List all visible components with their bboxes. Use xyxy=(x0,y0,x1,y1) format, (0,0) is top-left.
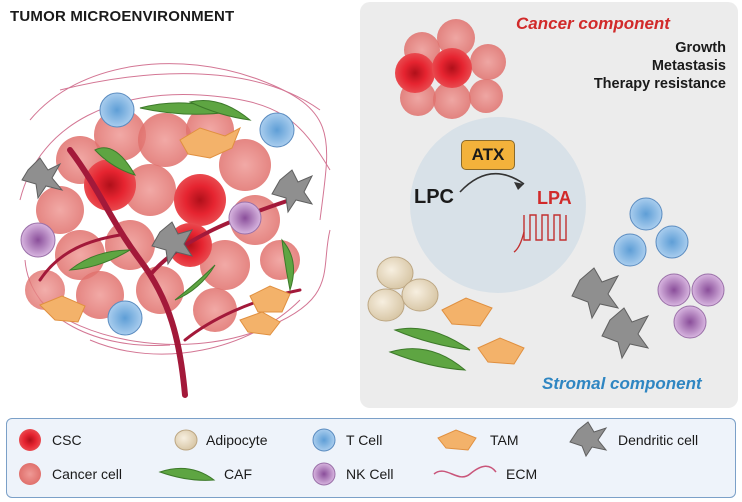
nk-cells-right xyxy=(657,273,725,339)
legend-label-t-cell: T Cell xyxy=(346,432,383,448)
pathway-arrow xyxy=(459,172,525,193)
caf-cells xyxy=(68,99,295,301)
lpc-label: LPC xyxy=(414,186,454,208)
lpa-receptor xyxy=(513,214,567,253)
pathway-arrowhead xyxy=(514,182,524,190)
adipocytes xyxy=(367,256,439,322)
dendritic-cells-right xyxy=(571,267,650,360)
legend-label-csc: CSC xyxy=(52,432,82,448)
t-cells-right xyxy=(613,197,689,267)
legend-label-tam: TAM xyxy=(490,432,519,448)
legend-label-nk-cell: NK Cell xyxy=(346,466,394,482)
dendritic-cells-left xyxy=(21,157,314,266)
lpa-label: LPA xyxy=(537,188,572,208)
cancer-component-title: Cancer component xyxy=(516,14,670,33)
legend xyxy=(6,418,736,498)
pathway-bubble xyxy=(410,117,586,293)
stromal-component-title: Stromal component xyxy=(542,374,702,393)
tam-cells xyxy=(39,126,291,336)
cancer-cluster-right xyxy=(395,19,506,119)
effect-therapy-resistance: Therapy resistance xyxy=(593,76,726,92)
figure-title: TUMOR MICROENVIRONMENT xyxy=(10,8,235,25)
tumor-cluster xyxy=(19,63,331,398)
effect-metastasis: Metastasis xyxy=(651,58,726,74)
caf-cells-right xyxy=(388,327,471,371)
legend-label-ecm: ECM xyxy=(506,466,538,482)
atx-enzyme-box: ATX xyxy=(461,140,515,170)
legend-label-caf: CAF xyxy=(224,466,252,482)
tam-cells-right xyxy=(441,297,525,365)
legend-label-dendritic-cell: Dendritic cell xyxy=(618,432,699,448)
legend-label-cancer-cell: Cancer cell xyxy=(52,466,123,482)
blood-vessel xyxy=(38,147,302,398)
csc-cells xyxy=(84,159,226,267)
legend-label-adipocyte: Adipocyte xyxy=(206,432,268,448)
nk-cells-left xyxy=(20,201,262,258)
effect-growth: Growth xyxy=(675,40,726,56)
t-cells-left xyxy=(99,92,295,336)
